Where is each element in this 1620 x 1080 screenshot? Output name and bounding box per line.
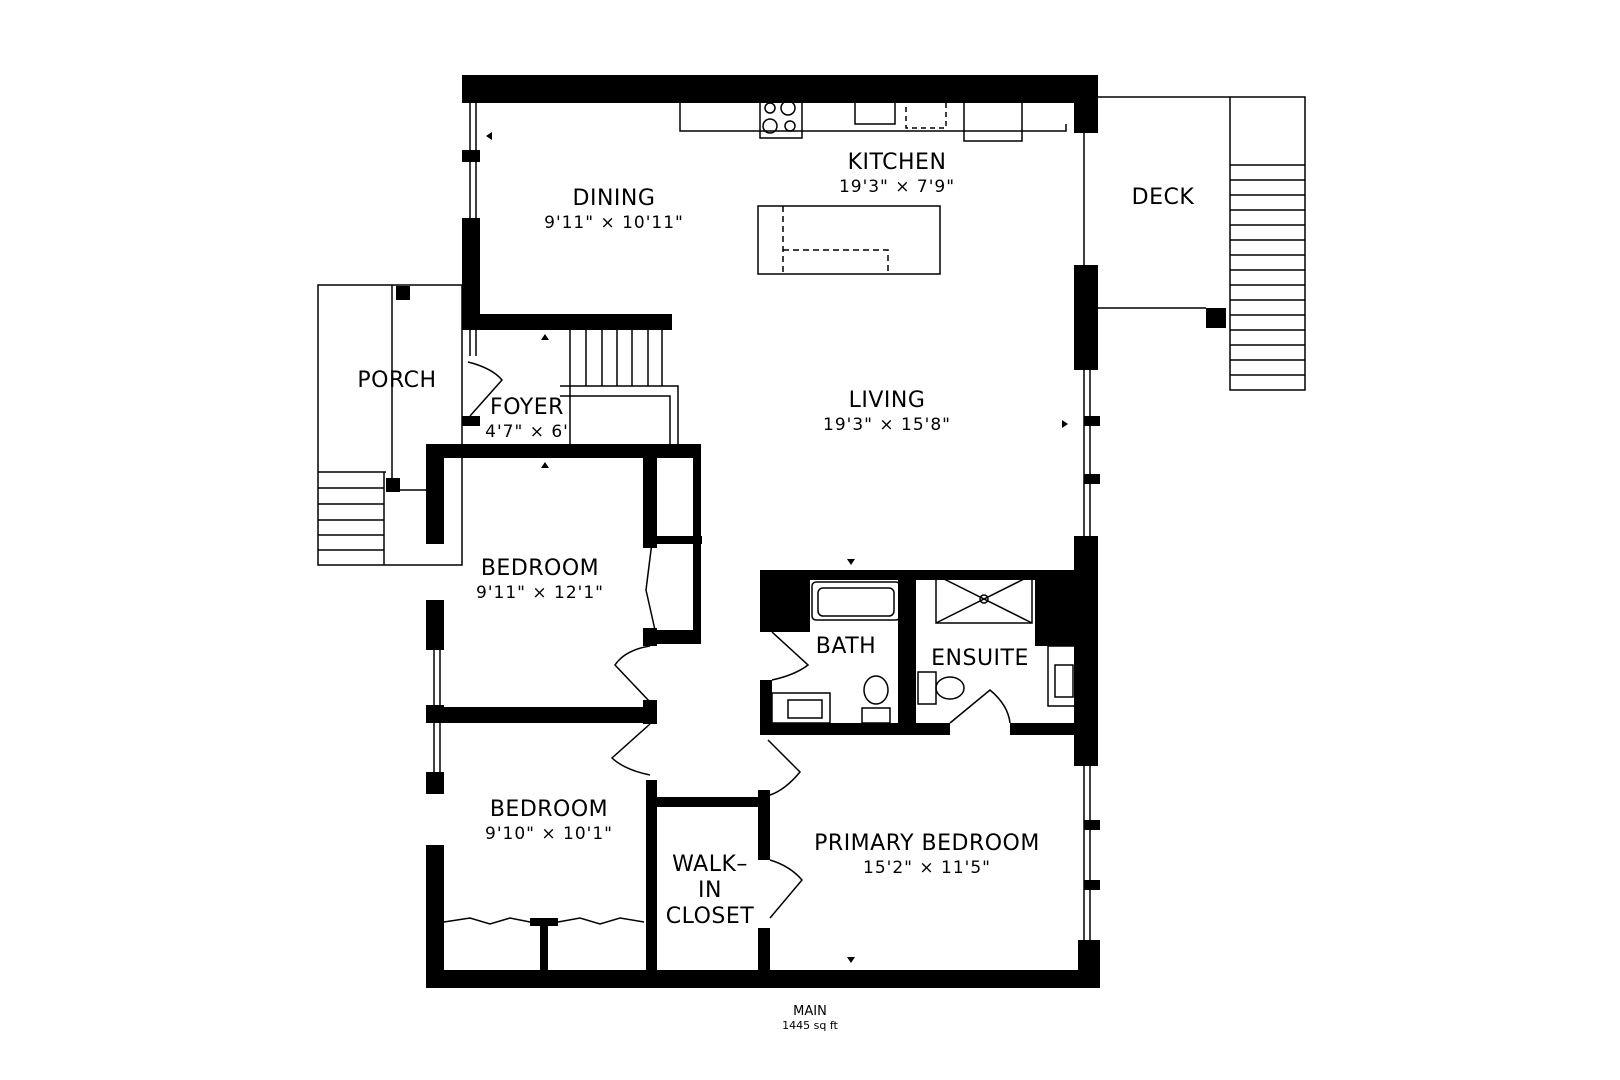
room-dimensions: 9'10" × 10'1" [485,824,613,844]
room-name: FOYER [490,395,564,420]
floor-footer: MAIN 1445 sq ft [782,1004,838,1032]
walls [386,75,1226,988]
room-bedroom-2: BEDROOM 9'10" × 10'1" [485,797,613,845]
room-deck: DECK [1132,185,1195,211]
room-name: BEDROOM [489,797,609,822]
room-name: PORCH [357,368,437,393]
room-name-line-1: WALK– [672,852,748,877]
fixtures-and-lines [317,79,1306,940]
room-dimensions: 4'7" × 6' [485,422,569,442]
room-name: PRIMARY BEDROOM [814,831,1040,856]
room-living: LIVING 19'3" × 15'8" [823,388,951,436]
room-name-line-3: CLOSET [665,904,755,929]
room-bedroom-1: BEDROOM 9'11" × 12'1" [476,556,604,604]
room-dimensions: 9'11" × 10'11" [544,213,684,233]
room-name: ENSUITE [931,646,1029,671]
room-primary-bedroom: PRIMARY BEDROOM 15'2" × 11'5" [814,831,1040,879]
room-name: BEDROOM [480,556,600,581]
room-ensuite: ENSUITE [931,646,1029,672]
room-name: KITCHEN [847,150,947,175]
room-dimensions: 15'2" × 11'5" [863,858,991,878]
floor-area-label: 1445 sq ft [782,1019,838,1032]
room-name: LIVING [848,388,926,413]
dimension-markers [486,95,1068,963]
room-dining: DINING 9'11" × 10'11" [544,186,684,234]
room-kitchen: KITCHEN 19'3" × 7'9" [839,150,955,198]
room-name: DINING [572,186,656,211]
room-foyer: FOYER 4'7" × 6' [485,395,569,443]
room-dimensions: 9'11" × 12'1" [476,583,604,603]
floor-level-label: MAIN [793,1004,827,1019]
room-name-line-2: IN [698,878,722,903]
room-walk-in-closet: WALK– IN CLOSET [666,852,754,930]
room-dimensions: 19'3" × 15'8" [823,415,951,435]
room-dimensions: 19'3" × 7'9" [838,177,956,197]
room-porch: PORCH [357,368,436,394]
room-bath: BATH [816,634,876,660]
room-name: DECK [1131,185,1195,210]
room-name: BATH [815,634,877,659]
